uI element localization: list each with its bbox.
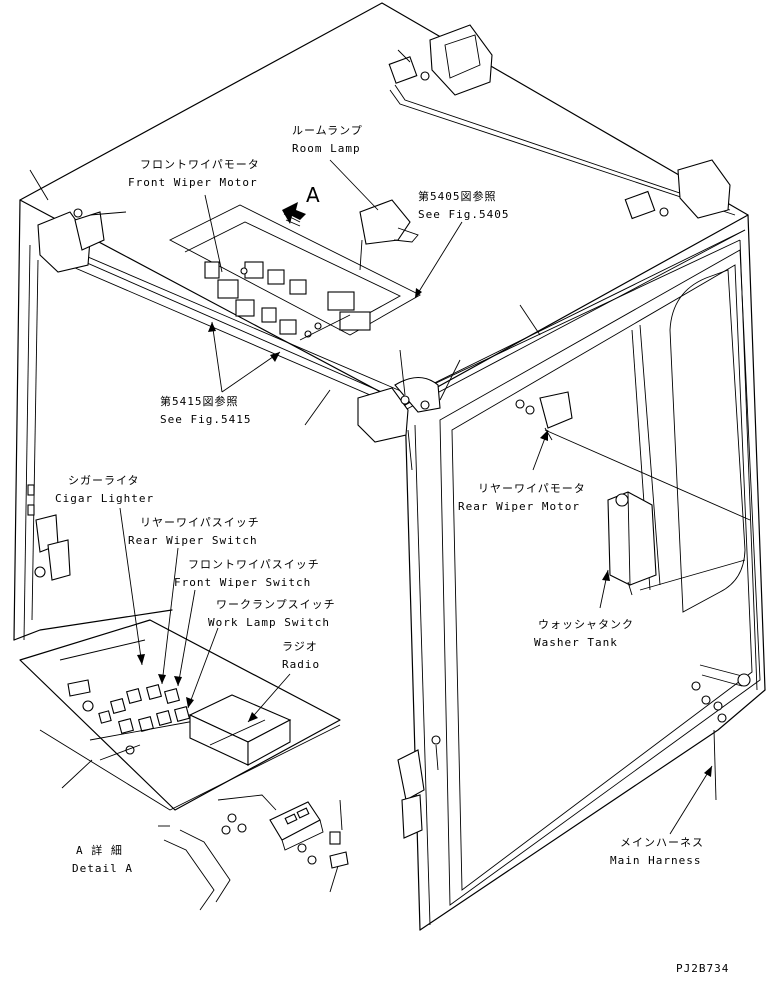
radio (188, 694, 292, 766)
detail-a-cigar-lighter-connector (163, 794, 349, 911)
rear-wiper-motor (515, 391, 573, 441)
work-lamp-switch-en: Work Lamp Switch (208, 616, 330, 629)
room-lamp-en: Room Lamp (292, 142, 361, 155)
detail-a-en: Detail A (72, 862, 133, 875)
ref-5415-en: See Fig.5415 (160, 413, 251, 426)
main-harness-en: Main Harness (610, 854, 701, 867)
rear-wiper-motor-jp: リヤーワイパモータ (478, 482, 586, 495)
ref-5405-jp: 第5405図参照 (418, 189, 497, 203)
view-a-label: A (306, 183, 320, 207)
washer-tank-jp: ウォッシャタンク (538, 618, 634, 631)
front-left-work-lamp (29, 169, 127, 273)
ref-5405-en: See Fig.5405 (418, 208, 509, 221)
work-lamp-switch-jp: ワークランプスイッチ (216, 598, 336, 611)
rear-top-work-lamp (388, 24, 493, 96)
switch-panel (67, 679, 201, 761)
front-wiper-motor-jp: フロントワイパモータ (140, 158, 260, 171)
main-harness-jp: メインハーネス (620, 836, 704, 849)
leader-lines (61, 159, 713, 835)
ref-5415-jp: 第5415図参照 (160, 394, 239, 408)
cigar-lighter-en: Cigar Lighter (55, 492, 154, 505)
text-labels: ルームランプ Room Lamp フロントワイパモータ Front Wiper … (55, 124, 729, 975)
room-lamp-jp: ルームランプ (292, 124, 363, 137)
rear-wiper-switch-jp: リヤーワイパスイッチ (140, 516, 260, 529)
left-pillar-connectors (27, 484, 71, 581)
cigar-lighter-jp: シガーライタ (68, 474, 140, 487)
front-wiper-motor-en: Front Wiper Motor (128, 176, 258, 189)
cab-frame (13, 2, 766, 931)
right-pillar-lower-parts (397, 735, 441, 839)
room-lamp (359, 199, 419, 245)
drawing-code: PJ2B734 (676, 962, 729, 975)
main-harness-connector (691, 664, 751, 801)
detail-a-jp: A 詳 細 (76, 843, 123, 857)
right-corner-work-lamp (624, 159, 731, 220)
rear-wiper-motor-en: Rear Wiper Motor (458, 500, 580, 513)
front-corner-work-lamp (357, 349, 461, 471)
radio-jp: ラジオ (282, 640, 318, 653)
roof-console-front-wiper-motor (169, 204, 421, 341)
rear-wiper-switch-en: Rear Wiper Switch (128, 534, 258, 547)
view-arrow-a: A (282, 183, 320, 227)
radio-en: Radio (282, 658, 320, 671)
front-wiper-switch-en: Front Wiper Switch (174, 576, 311, 589)
front-wiper-switch-jp: フロントワイパスイッチ (188, 558, 320, 571)
washer-tank (607, 491, 657, 596)
washer-tank-en: Washer Tank (534, 636, 618, 649)
